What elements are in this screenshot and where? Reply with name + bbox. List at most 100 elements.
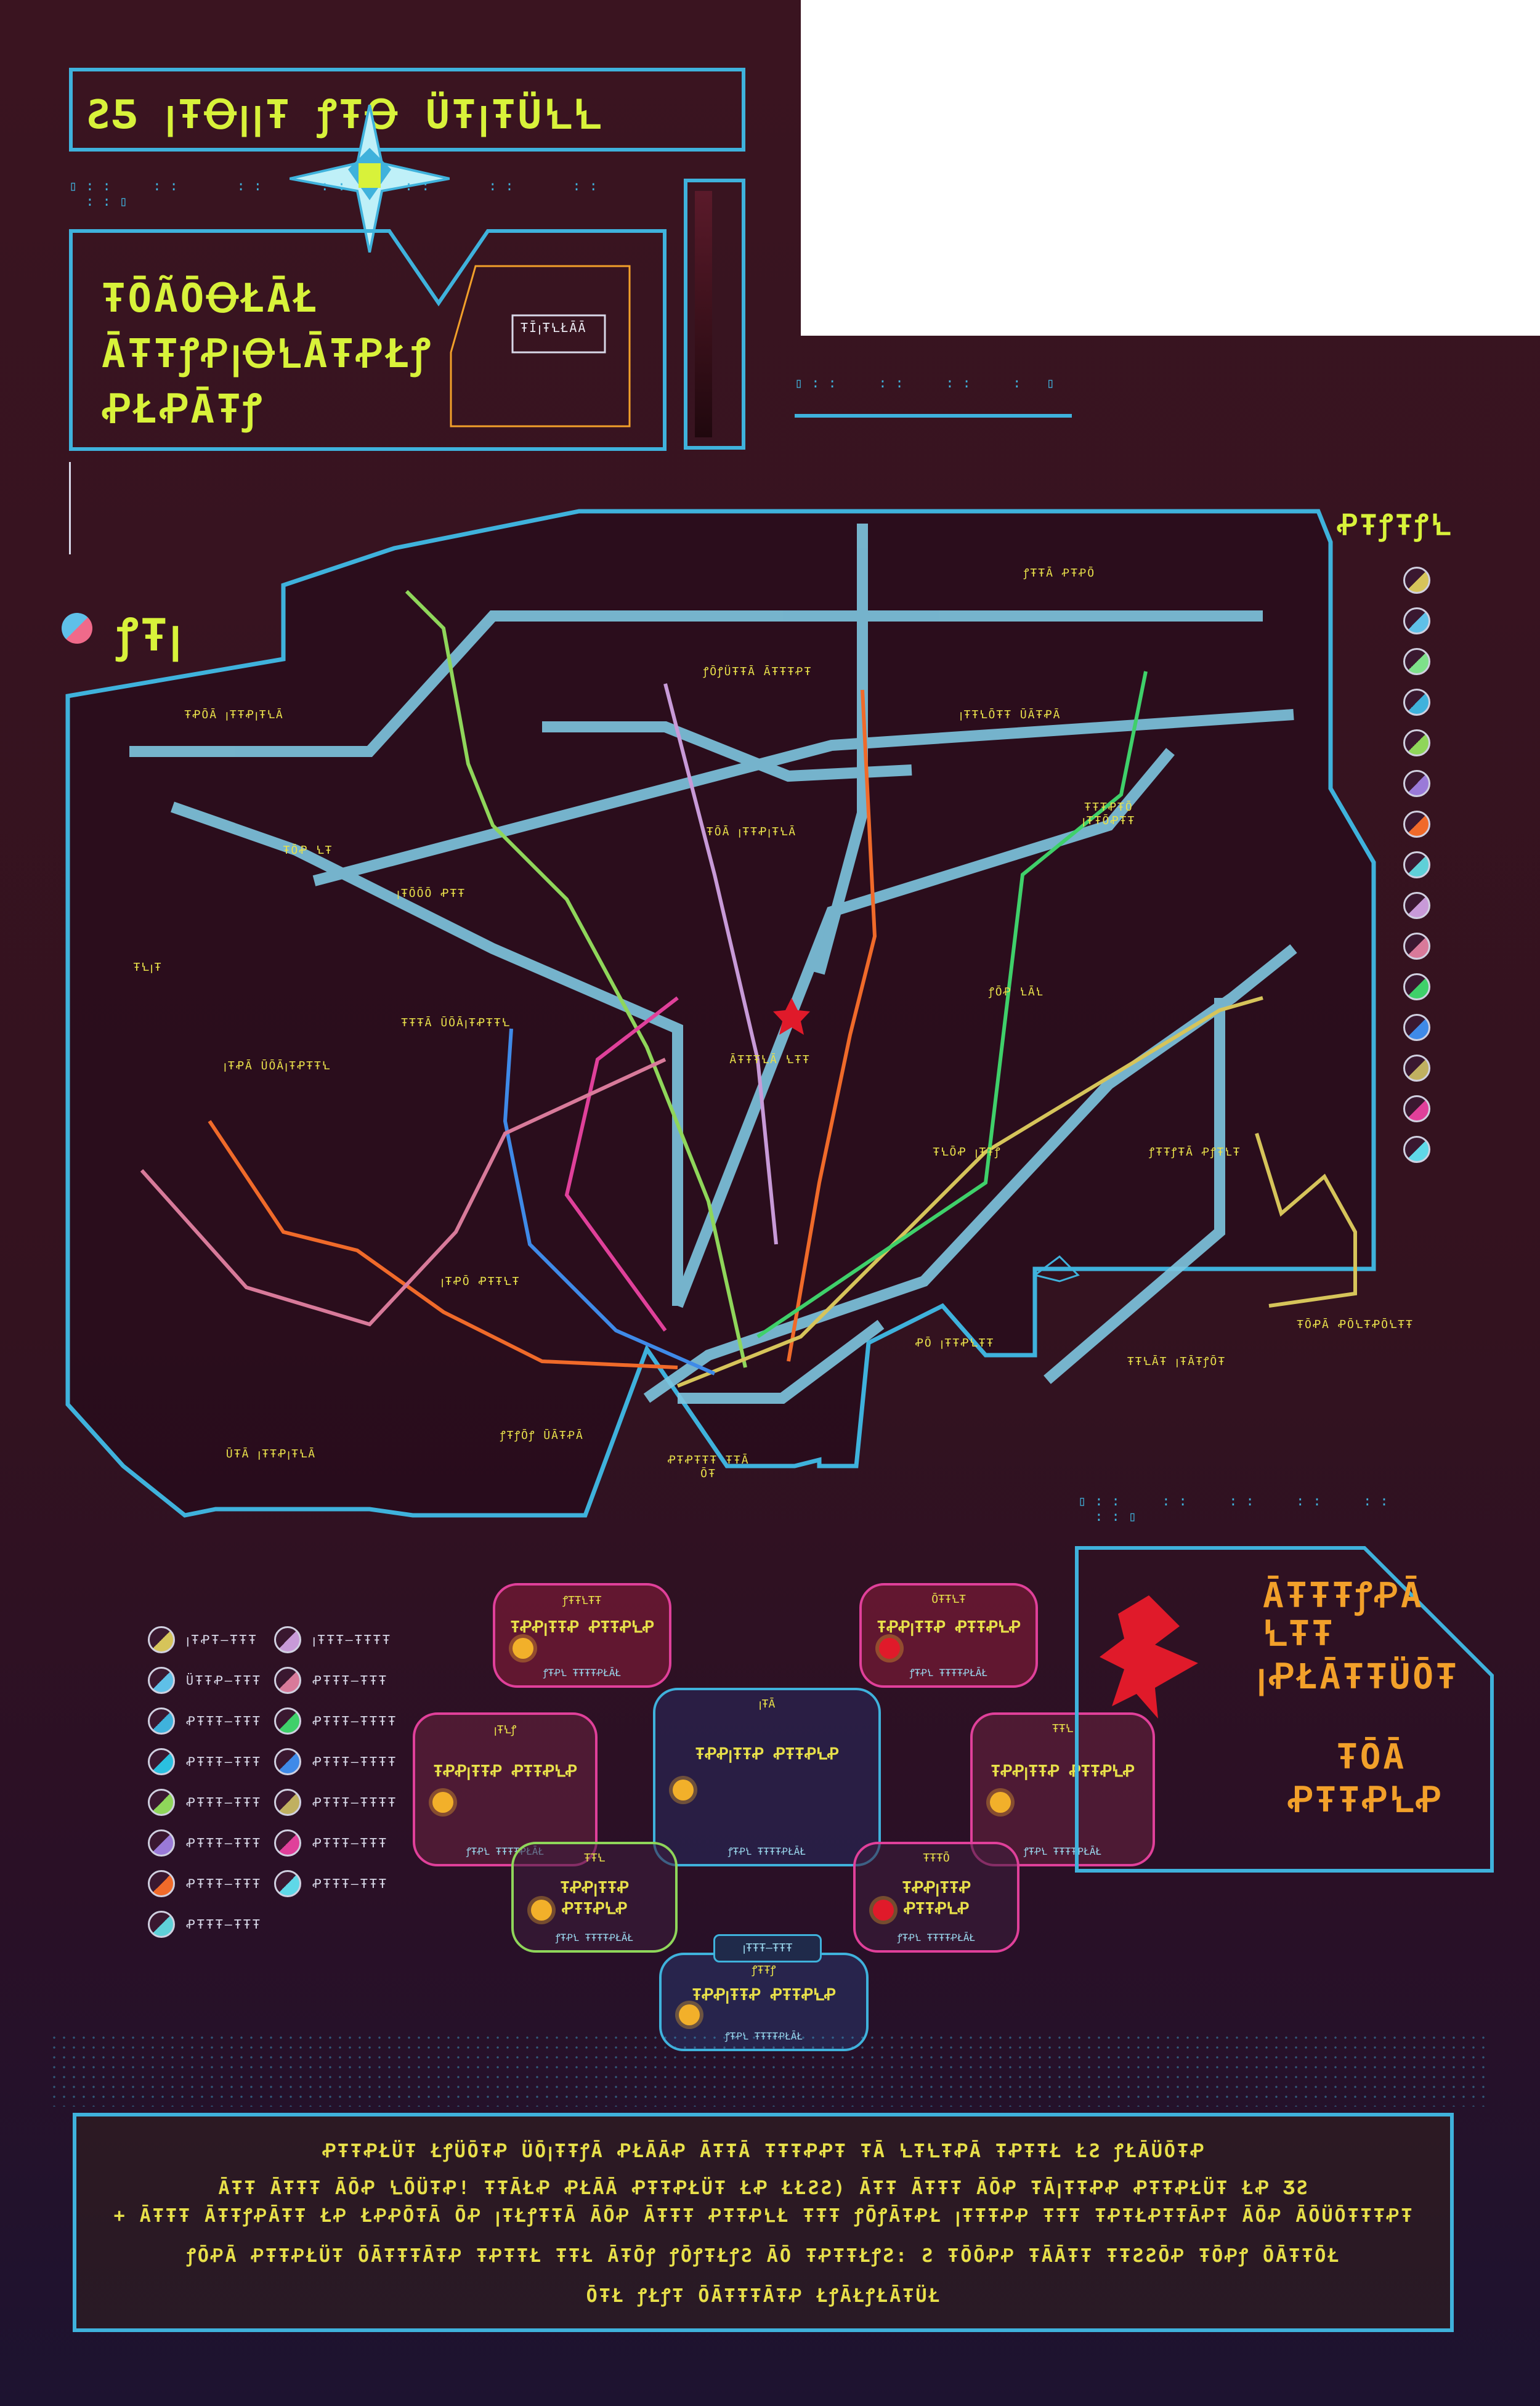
legend-swatch-icon <box>1403 770 1430 797</box>
hub-name: ŦꝒꝒꞁŦŦꝒ ꝒŦŦꝒꝆꝒ <box>560 1879 629 1918</box>
vertical-gauge <box>684 179 745 450</box>
dotted-horizon <box>49 2033 1491 2107</box>
sun-icon <box>432 1792 453 1813</box>
district-label: ŦꝆꞁŦ <box>133 961 163 974</box>
transfer-hub: ŦŦꝆ ŦꝒꝒꞁŦŦꝒ ꝒŦŦꝒꝆꝒ ꝭŦꝒꝆ ŦŦŦŦꝒŁĀŁ <box>511 1842 678 1953</box>
legend-label: ꝒŦŦŦ—ŦŦŦŦ <box>312 1754 398 1769</box>
legend-label: ꞁŦŦŦ—ŦŦŦŦ <box>312 1632 392 1647</box>
legend-color-icon <box>148 1829 175 1857</box>
legend-bottom: ꞁŦꝒŦ—ŦŦŦ ÜŦŦꝒ—ŦŦŦ ꝒŦŦŦ—ŦŦŦ ꝒŦŦŦ—ŦŦŦ ꝒŦŦŦ—ŦŦŦ… <box>148 1626 407 1946</box>
legend-swatch-icon <box>1403 1014 1430 1041</box>
sun-icon <box>879 1638 900 1659</box>
left-margin-line <box>69 462 71 554</box>
district-label: ꞁŦŌŌŌ ꝒŦŦ <box>396 887 466 900</box>
hub-head: ŦŦꝆ <box>584 1852 605 1865</box>
legend-item: ꞁŦŦŦ—ŦŦŦŦ <box>274 1626 392 1653</box>
legend-item: ꝒŦŦŦ—ŦŦŦ <box>148 1707 262 1735</box>
hub-foot: ꝭŦꝒꝆ ŦŦŦŦꝒŁĀŁ <box>466 1845 545 1857</box>
bottom-text-frame <box>73 2113 1454 2332</box>
legend-swatch-column <box>1403 567 1434 1183</box>
map-outline <box>65 509 1376 1518</box>
legend-swatch-icon <box>1403 689 1430 716</box>
legend-label: ꝒŦŦŦ—ŦŦŦ <box>186 1836 262 1850</box>
legend-item: ꝒŦŦŦ—ŦŦŦŦ <box>274 1789 397 1816</box>
hub-foot: ꝭŦꝒꝆ ŦŦŦŦꝒŁĀŁ <box>727 1845 806 1857</box>
title-frame <box>69 68 745 152</box>
legend-label: ꝒŦŦŦ—ŦŦŦ <box>312 1876 388 1891</box>
subtitle-line-1: ŦŌÃŌꝊŁĀŁ <box>102 276 320 322</box>
legend-color-icon <box>274 1789 301 1816</box>
legend-item: ꝒŦŦŦ—ŦŦŦŦ <box>274 1748 397 1775</box>
hub-foot: ꝭŦꝒꝆ ŦŦŦŦꝒŁĀŁ <box>555 1932 634 1943</box>
bottom-text-line: ŌŦŁ ꝭŁꝭŦ ŌĀŦŦŦĀŦꝒ ŁꝭĀŁꝭŁĀŦÜŁ <box>586 2285 942 2307</box>
legend-color-icon <box>148 1626 175 1653</box>
legend-item: ꝒŦŦŦ—ŦŦŦ <box>148 1789 262 1816</box>
district-label: ŦŌꝒ ꝆŦ <box>283 844 333 857</box>
legend-label: ꝒŦŦŦ—ŦŦŦ <box>186 1795 262 1810</box>
legend-label: ꝒŦŦŦ—ŦŦŦŦ <box>312 1714 398 1728</box>
legend-item: ꝒŦŦŦ—ŦŦŦ <box>148 1870 262 1897</box>
legend-item: ꞁŦꝒŦ—ŦŦŦ <box>148 1626 257 1653</box>
hub-foot: ꝭŦꝒꝆ ŦŦŦŦꝒŁĀŁ <box>909 1667 988 1679</box>
legend-label: ꝒŦŦŦ—ŦŦŦŦ <box>312 1795 398 1810</box>
sun-icon <box>673 1780 694 1800</box>
tick-row-top: ▯:: :: :: :: :: :: :: ::▯ <box>69 179 606 209</box>
hub-badge: ꞁŦŦŦ—ŦŦŦ <box>713 1934 822 1962</box>
legend-swatch-icon <box>1403 892 1430 919</box>
legend-item: ꝒŦŦŦ—ŦŦŦ <box>148 1829 262 1857</box>
legend-color-icon <box>274 1829 301 1857</box>
hub-foot: ꝭŦꝒꝆ ŦŦŦŦꝒŁĀŁ <box>897 1932 976 1943</box>
vertical-gauge-fill <box>695 191 712 437</box>
district-label: ŦŦŦĀ ŪŌĀꞁŦꝒŦŦꝆ <box>401 1016 511 1029</box>
district-label: ĀŦŦŦꝆĀ ꝆŦŦ <box>729 1053 811 1066</box>
hub-head: ꝭŦŦꝭ <box>752 1964 776 1977</box>
district-label: ꞁŦꝒŌ ꝒŦŦꝆŦ <box>440 1275 521 1288</box>
district-label: ŦŦŦꝒŦŌ ꞁŦŦŌꝒŦŦ <box>1082 801 1136 827</box>
hub-name: ŦꝒꝒꞁŦŦꝒ ꝒŦŦꝒꝆꝒ <box>692 1986 836 2004</box>
legend-color-icon <box>274 1748 301 1775</box>
legend-color-icon <box>274 1870 301 1897</box>
district-label: ꝭŦꝭŌꝭ ŪĀŦꝒĀ <box>500 1429 584 1442</box>
bottom-text-line: ꝭŌꝒĀ ꝒŦŦꝒŁÜŦ ŌĀŦŦŦĀŦꝒ ŦꝒŦŦŁ ŦŦŁ ĀŦŌꝭ ꝭŌꝭ… <box>187 2245 1341 2267</box>
legend-color-icon <box>148 1789 175 1816</box>
legend-label: ꝒŦŦŦ—ŦŦŦ <box>312 1673 388 1688</box>
legend-item: ꝒŦŦŦ—ŦŦŦ <box>148 1748 262 1775</box>
sun-icon <box>513 1638 533 1659</box>
legend-label: ꝒŦŦŦ—ŦŦŦ <box>186 1876 262 1891</box>
map-heading: ꝭŦꞁ <box>117 609 184 661</box>
hub-name: ŦꝒꝒꞁŦŦꝒ ꝒŦŦꝒꝆꝒ <box>433 1762 577 1781</box>
map-heading-icon <box>62 613 92 644</box>
bottom-text-line: ĀŦŦ ĀŦŦŦ ĀŌꝒ ꝆŌÜŦꝒ! ŦŦĀŁꝒ ꝒŁĀĀ ꝒŦŦꝒŁÜŦ Ł… <box>218 2177 1310 2199</box>
hub-name: ŦꝒꝒꞁŦŦꝒ ꝒŦŦꝒꝆꝒ <box>695 1745 839 1764</box>
legend-color-icon <box>148 1707 175 1735</box>
hub-head: ꞁŦꝆꝭ <box>493 1723 517 1736</box>
legend-swatch-icon <box>1403 851 1430 878</box>
legend-swatch-icon <box>1403 729 1430 756</box>
legend-item: ꝒŦŦŦ—ŦŦŦ <box>274 1829 388 1857</box>
legend-swatch-icon <box>1403 1095 1430 1122</box>
sun-icon <box>873 1900 894 1921</box>
side-panel-frame <box>1075 1546 1494 1873</box>
legend-swatch-icon <box>1403 607 1430 634</box>
district-label: ŦŌꝒĀ ꝒŌꝆŦꝒŌꝆŦŦ <box>1297 1318 1414 1331</box>
legend-label: ꝒŦŦŦ—ŦŦŦ <box>186 1714 262 1728</box>
poster-title: ƧƼ ꞁŦꝊꞁꞁŦ ꝭŦꝊ ÜŦꞁŦÜꝆꝆ <box>86 92 603 138</box>
legend-swatch-icon <box>1403 933 1430 960</box>
district-label: ꝭŌꝭÜŦŦĀ ĀŦŦŦꝒŦ <box>703 665 813 678</box>
district-label: ŪŦĀ ꞁŦŦꝒꞁŦꝆĀ <box>225 1448 317 1460</box>
legend-item: ꝒŦŦŦ—ŦŦŦŦ <box>274 1707 397 1735</box>
legend-swatch-icon <box>1403 1055 1430 1082</box>
hub-name: ŦꝒꝒꞁŦŦꝒ ꝒŦŦꝒꝆꝒ <box>902 1879 971 1918</box>
side-panel-line-2: ꝆŦŦ <box>1263 1614 1335 1654</box>
hub-head: ꞁŦĀ <box>758 1698 776 1711</box>
side-panel-line-3: ꞁꝒŁĀŦŦÜŌŦ <box>1257 1657 1459 1697</box>
legend-label: ÜŦŦꝒ—ŦŦŦ <box>186 1673 262 1688</box>
bottom-text-block: ꝒŦŦꝒŁÜŦ ŁꝭÜŌŦꝒ ÜŌꞁŦŦꝭĀ ꝒŁĀĀꝒ ĀŦŦĀ ŦŦŦꝒꝒŦ… <box>80 2125 1448 2322</box>
side-panel-line-5: ꝒŦŦꝒꝆꝒ <box>1287 1780 1443 1820</box>
hub-name: ŦꝒꝒꞁŦŦꝒ ꝒŦŦꝒꝆꝒ <box>877 1618 1021 1637</box>
sun-icon <box>990 1792 1011 1813</box>
legend-color-icon <box>274 1707 301 1735</box>
legend-label: ꝒŦŦŦ—ŦŦŦ <box>312 1836 388 1850</box>
tick-row-right: ▯:: :: :: : ▯ <box>795 376 1063 391</box>
